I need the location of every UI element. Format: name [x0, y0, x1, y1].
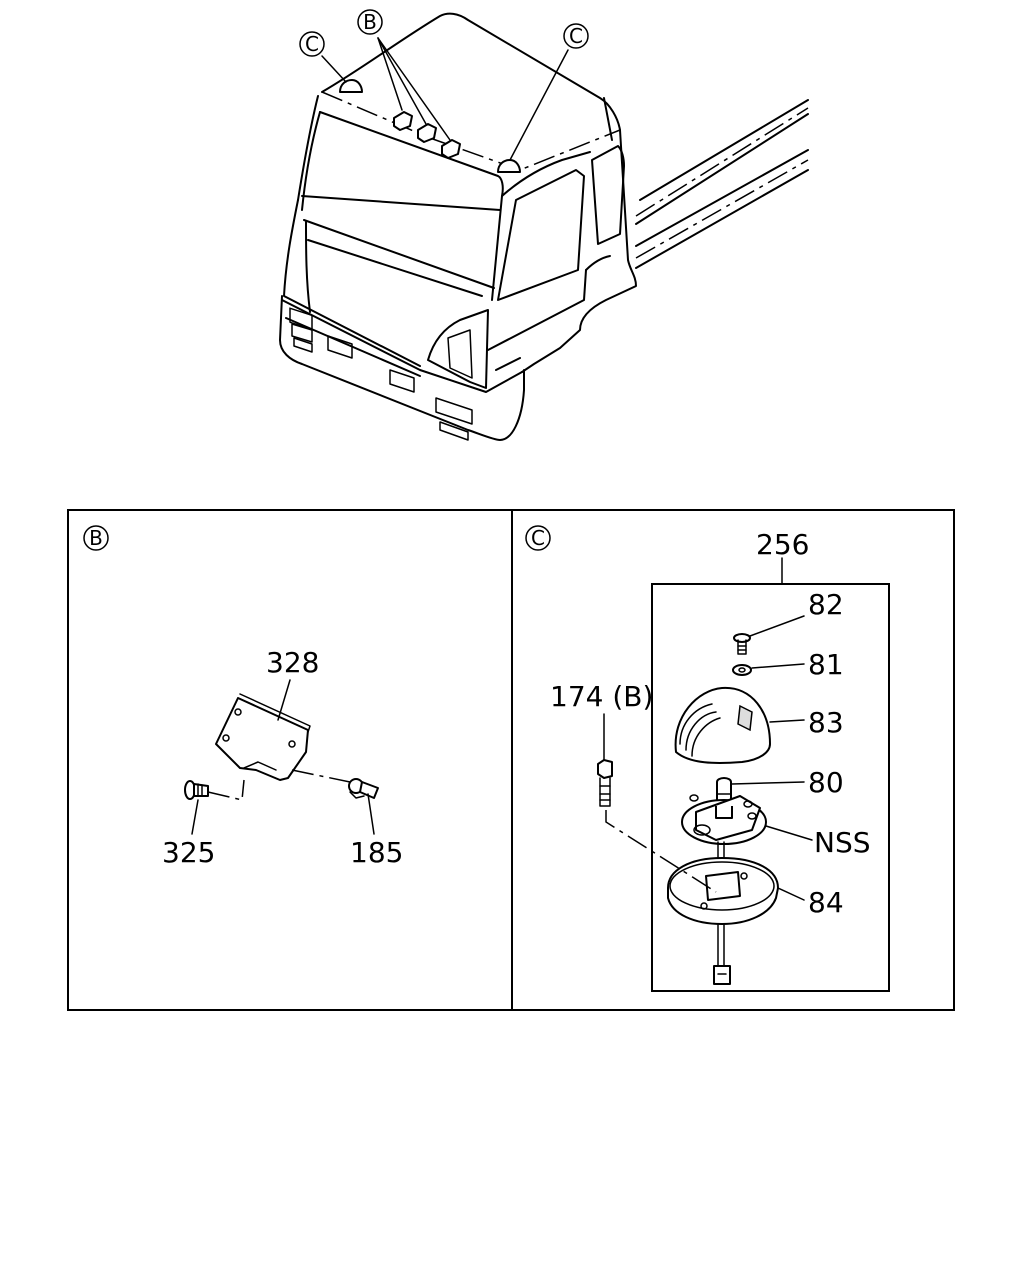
part-label-174b: 174 (B) — [550, 680, 653, 713]
panel-c-label: C — [525, 525, 551, 551]
panel-c-label-text: C — [531, 526, 545, 550]
bracket-328 — [215, 693, 311, 781]
part-label-nss: NSS — [814, 826, 871, 859]
part-label-84: 84 — [808, 886, 844, 919]
callout-b-text: B — [363, 10, 377, 34]
screw-325 — [184, 780, 209, 800]
washer-81 — [732, 664, 752, 676]
panel-b-label: B — [83, 525, 109, 551]
bolt-174b — [597, 759, 613, 807]
part-label-81: 81 — [808, 648, 844, 681]
part-label-82: 82 — [808, 588, 844, 621]
part-label-83: 83 — [808, 706, 844, 739]
panel-c: C 256 82 81 83 — [525, 525, 890, 992]
panel-b-label-text: B — [89, 526, 103, 550]
truck-cab-illustration — [279, 12, 809, 441]
assembly-box-256 — [651, 583, 890, 992]
part-label-256: 256 — [756, 528, 809, 561]
wire-connector — [713, 965, 731, 985]
part-label-80: 80 — [808, 766, 844, 799]
callout-b: B — [357, 9, 383, 35]
lens-83 — [674, 686, 771, 764]
callout-c-left-text: C — [305, 32, 319, 56]
callout-c-right: C — [563, 23, 589, 49]
callout-c-right-text: C — [569, 24, 583, 48]
housing-84 — [667, 857, 779, 925]
part-label-185: 185 — [350, 836, 403, 869]
panel-b: B 328 325 — [83, 525, 403, 869]
screw-82 — [733, 633, 751, 655]
callout-c-left: C — [299, 31, 325, 57]
part-label-328: 328 — [266, 646, 319, 679]
part-label-325: 325 — [162, 836, 215, 869]
clip-185 — [348, 778, 379, 799]
base-nss — [681, 794, 767, 845]
